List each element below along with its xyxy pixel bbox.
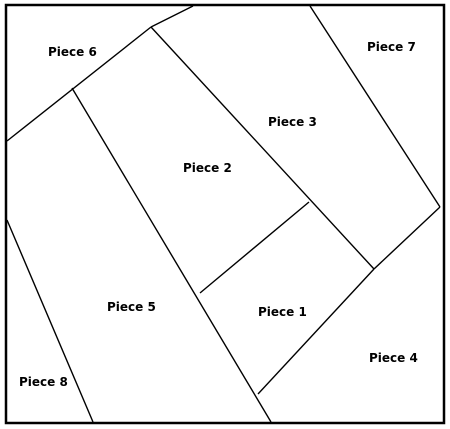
seam-3-left xyxy=(150,26,375,270)
piece-1-label: Piece 1 xyxy=(258,305,307,319)
piece-5-label: Piece 5 xyxy=(107,300,156,314)
seam-8-right xyxy=(6,219,94,423)
seam-7-left xyxy=(309,5,441,208)
seam-1-top xyxy=(199,201,310,294)
seam-6-left xyxy=(6,26,152,142)
seam-2-left xyxy=(71,87,272,423)
seam-4-top xyxy=(373,206,441,270)
block-border xyxy=(4,3,446,425)
piece-8-label: Piece 8 xyxy=(19,375,68,389)
piece-6-label: Piece 6 xyxy=(48,45,97,59)
piece-7-label: Piece 7 xyxy=(367,40,416,54)
seam-1-right xyxy=(257,268,375,395)
seam-6-right xyxy=(150,5,194,28)
piece-2-label: Piece 2 xyxy=(183,161,232,175)
piece-3-label: Piece 3 xyxy=(268,115,317,129)
piece-4-label: Piece 4 xyxy=(369,351,418,365)
